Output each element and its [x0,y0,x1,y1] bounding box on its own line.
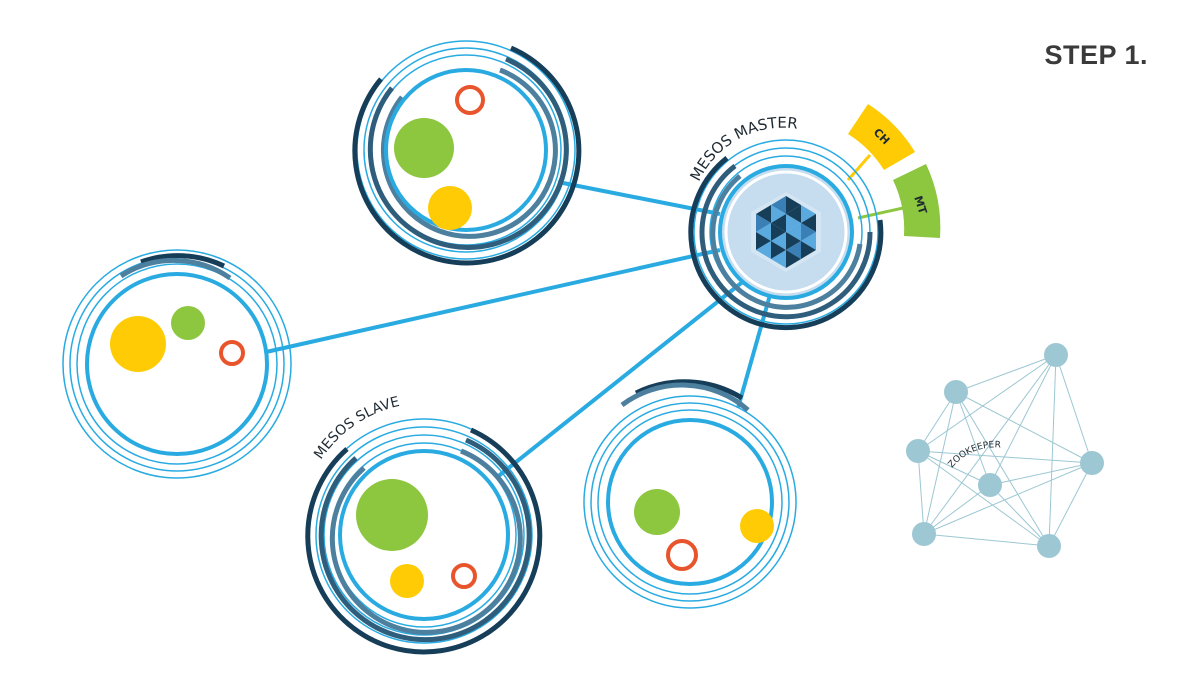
link-master-slave-bottom [494,278,747,480]
zookeeper-node [1080,451,1104,475]
task-yellow [390,564,424,598]
task-green [171,306,205,340]
zookeeper-nodes [906,343,1104,558]
task-yellow [740,509,774,543]
zookeeper-node [906,439,930,463]
slave-label: MESOS SLAVE [311,394,401,462]
task-orange-ring [455,85,485,115]
zookeeper-node [944,380,968,404]
task-green [634,489,680,535]
task-orange-ring [666,539,698,571]
zookeeper-cluster [917,354,1093,547]
task-green [356,479,428,551]
mesos-slave-node-top [352,40,582,266]
mesos-slave-node-right [583,379,797,609]
tag-ch-shape [848,104,915,170]
mesos-master-node: MESOS MASTER [686,114,904,331]
task-green [394,118,454,178]
step-title: STEP 1. [1044,40,1148,70]
task-orange-ring [451,563,477,589]
zookeeper-node [1037,534,1061,558]
tag-mt-shape [893,164,941,238]
mesos-logo-icon [751,192,821,272]
zookeeper-node [912,522,936,546]
tag-mt-label: MT [911,194,929,216]
task-yellow [428,186,472,230]
slave-label-text: MESOS SLAVE [311,394,401,462]
mesos-slave-node-left [62,249,292,479]
master-tags: CH MT [848,104,941,238]
task-orange-ring [219,340,245,366]
connection-lines [265,180,772,480]
zookeeper-node [1044,343,1068,367]
mesos-slave-node-bottom: MESOS SLAVE [305,394,543,655]
zookeeper-node [978,473,1002,497]
task-yellow [110,316,166,372]
link-master-slave-left [265,248,721,354]
